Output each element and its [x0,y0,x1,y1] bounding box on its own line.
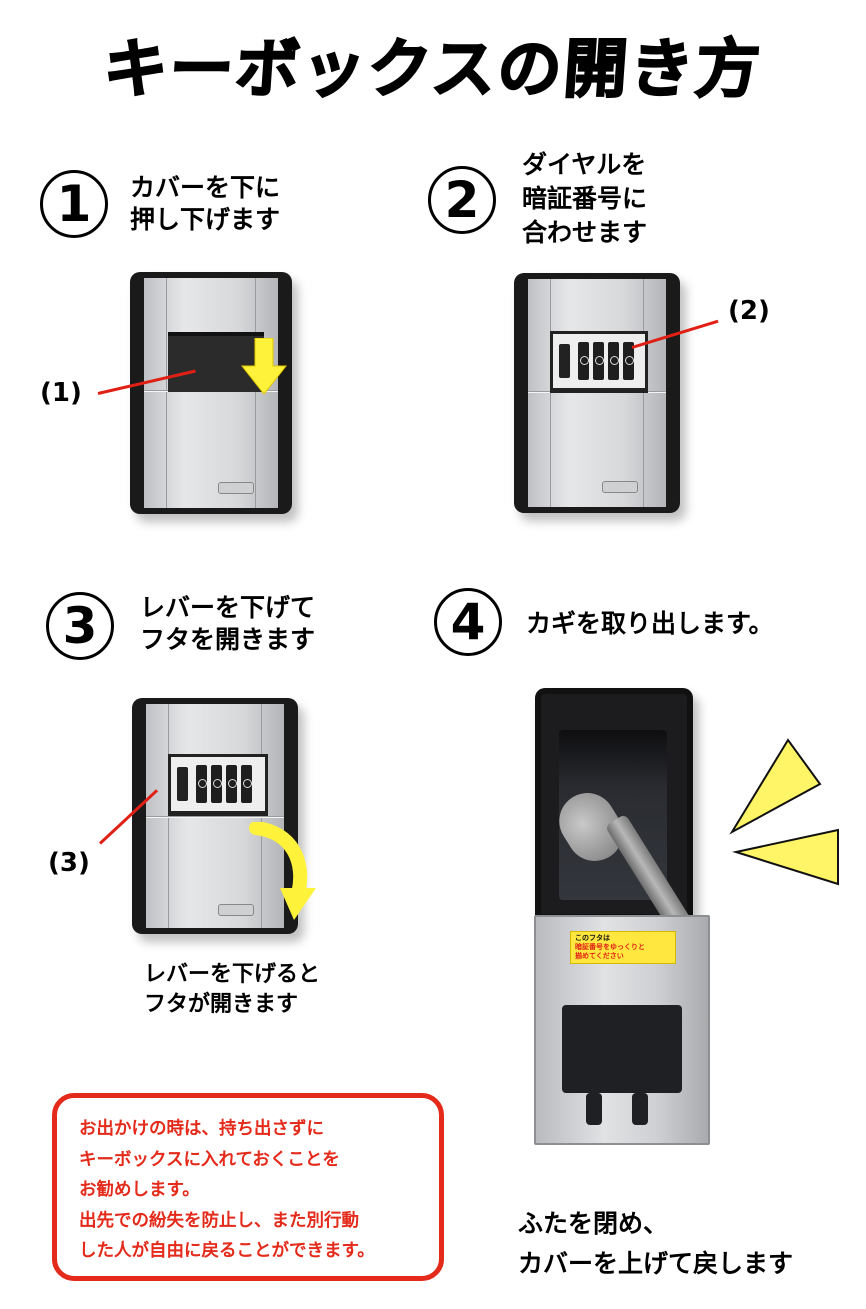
note-line-5: した人が自由に戻ることができます。 [79,1241,375,1261]
step-2-key-box-image [514,273,680,513]
combination-dial-window [550,331,648,393]
dial-wheel [578,342,589,380]
step-2-callout-label: (2) [728,296,770,326]
note-line-2: キーボックスに入れておくことを [79,1149,340,1170]
step-3-callout-label: (3) [48,848,90,878]
step-4-open-box-image [535,688,705,954]
step-1-callout-label: (1) [40,378,82,408]
combination-dial-window [168,754,268,816]
curved-arrow-icon [249,822,316,920]
closing-line-1: ふたを閉め、 [518,1209,669,1238]
release-lever [177,767,188,801]
step-4-number-badge: 4 [434,588,502,656]
step-2-number-badge: 2 [428,166,496,234]
step-3-caption-line-2: フタが開きます [144,992,299,1017]
down-arrow-icon [240,338,288,395]
step-3-instruction: レバーを下げて フタを開きます [140,592,315,656]
step-3-line-2: フタを開きます [140,625,316,654]
step-2-line-2: 暗証番号に [522,184,648,213]
closing-instruction: ふたを閉め、 カバーを上げて戻します [518,1204,793,1284]
step-1-number-badge: 1 [40,170,108,238]
lock-mechanism [562,1005,682,1093]
dial-wheel [241,765,252,803]
step-2-line-1: ダイヤルを [522,150,647,179]
hinge-clip [586,1093,602,1125]
step-3-line-1: レバーを下げて [140,593,316,622]
dial-wheel [593,342,604,380]
step-4-line-1: カギを取り出します。 [526,609,774,638]
page-title: キーボックスの開き方 [100,32,765,108]
step-1-line-2: 押し下げます [130,205,281,234]
hinge-clip [632,1093,648,1125]
dial-wheel [623,342,634,380]
dial-wheel [211,765,222,803]
brand-badge [218,482,254,494]
cover-panel [168,332,264,392]
note-line-1: お出かけの時は、持ち出さずに [79,1119,324,1139]
brand-badge [602,481,638,493]
closing-line-2: カバーを上げて戻します [518,1249,794,1278]
step-2-instruction: ダイヤルを 暗証番号に 合わせます [522,148,647,250]
step-3-key-box-image [132,698,298,934]
warning-sticker: このフタは 暗証番号をゆっくりと 揃めてください [570,931,676,964]
step-1-instruction: カバーを下に 押し下げます [130,172,280,236]
burst-triangle-lower [732,828,839,886]
step-1-line-1: カバーを下に [130,173,281,202]
dial-wheel [226,765,237,803]
note-line-3: お勧めします。 [79,1180,200,1200]
opened-lid: このフタは 暗証番号をゆっくりと 揃めてください [534,915,710,1145]
recommendation-note: お出かけの時は、持ち出さずに キーボックスに入れておくことを お勧めします。 出… [52,1093,444,1281]
burst-icon [729,738,839,886]
dial-wheel [196,765,207,803]
step-3-caption: レバーを下げると フタが開きます [144,960,320,1020]
release-lever [559,344,570,378]
step-2-line-3: 合わせます [522,218,648,247]
burst-triangle-upper [729,738,822,835]
step-3-number-badge: 3 [46,592,114,660]
step-3-caption-line-1: レバーを下げると [144,962,321,987]
step-4-instruction: カギを取り出します。 [526,608,774,640]
dial-wheel [608,342,619,380]
note-line-4: 出先での紛失を防止し、また別行動 [79,1210,359,1231]
brand-badge [218,904,254,916]
